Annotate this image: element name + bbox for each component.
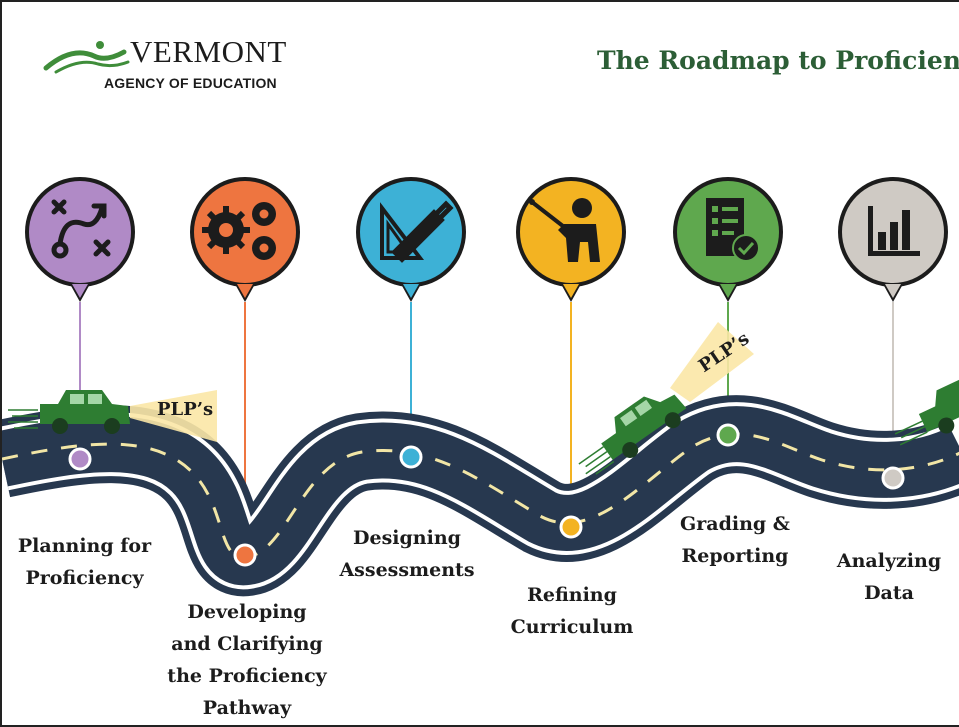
vermont-logo-icon	[43, 41, 130, 74]
dot-developing	[233, 543, 257, 567]
pin-planning	[25, 177, 135, 302]
bar-chart-icon	[868, 206, 920, 256]
dot-designing	[399, 445, 423, 469]
page-title: The Roadmap to Proficiency	[597, 46, 959, 75]
road-center-line	[2, 432, 959, 559]
checklist-icon	[706, 198, 760, 262]
logo-subtitle: AGENCY OF EDUCATION	[104, 75, 277, 91]
ruler-triangle-icon	[380, 200, 454, 263]
teacher-pointer-icon	[529, 198, 600, 262]
road	[2, 395, 959, 597]
headlight-beam-1	[130, 390, 217, 442]
stage-label-grading: Grading & Reporting	[680, 513, 790, 567]
stage-dots	[68, 423, 905, 567]
strategy-map-icon	[51, 199, 111, 259]
car-icon	[8, 390, 130, 434]
stage-label-developing: Developing and Clarifying the Proficienc…	[167, 601, 327, 719]
stage-label-analyzing: Analyzing Data	[836, 550, 942, 604]
stage-label-designing: Designing Assessments	[339, 527, 475, 581]
dot-grading	[716, 423, 740, 447]
logo-wordmark: VERMONT	[130, 34, 287, 69]
car-icon	[578, 394, 687, 475]
dot-analyzing	[881, 466, 905, 490]
stage-label-refining: Refining Curriculum	[510, 584, 634, 638]
stage-label-planning: Planning for Proficiency	[17, 535, 152, 589]
dot-planning	[68, 447, 92, 471]
headlight-beam-2	[670, 322, 754, 402]
plp-label: PLP’s	[157, 399, 214, 420]
pin-developing	[190, 177, 300, 302]
gears-icon	[202, 202, 276, 260]
dot-refining	[559, 515, 583, 539]
car-icon	[894, 375, 959, 446]
